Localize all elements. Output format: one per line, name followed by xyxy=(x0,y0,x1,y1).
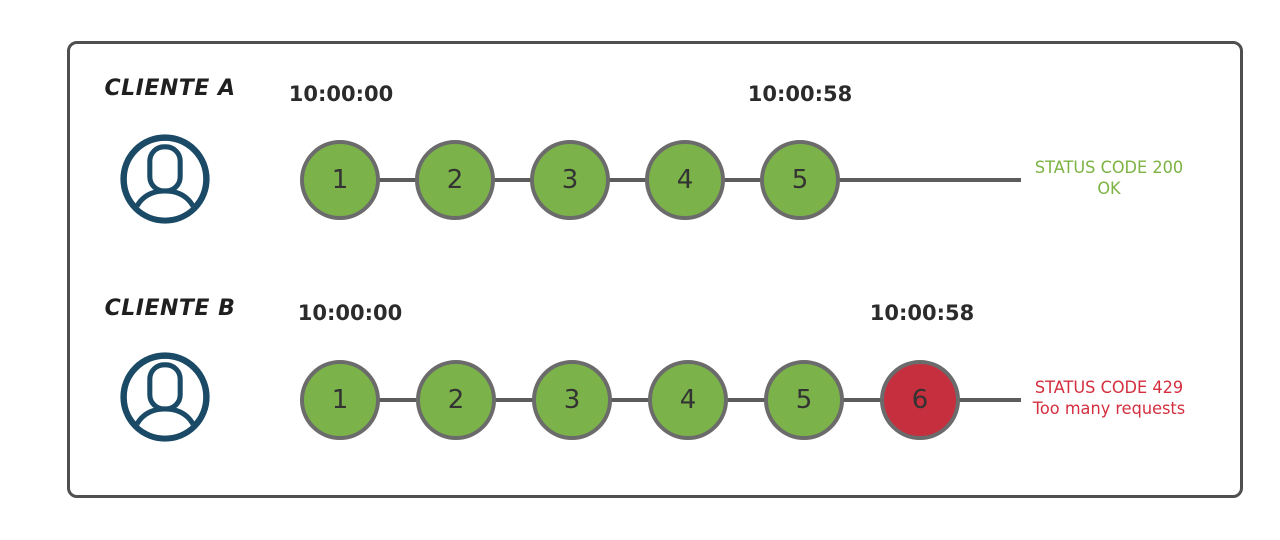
request-number: 2 xyxy=(447,385,465,415)
client-b-label: CLIENTE B xyxy=(104,296,236,321)
request-circle: 3 xyxy=(532,360,612,440)
status-message-line: Too many requests xyxy=(1032,399,1186,419)
request-circle: 2 xyxy=(416,360,496,440)
request-circle: 5 xyxy=(764,360,844,440)
request-circle: 4 xyxy=(648,360,728,440)
row-a-start-time: 10:00:00 xyxy=(288,82,394,106)
status-code-line: STATUS CODE 200 xyxy=(1034,158,1184,178)
request-number: 6 xyxy=(911,385,929,415)
request-number: 3 xyxy=(561,165,579,195)
request-number: 4 xyxy=(679,385,697,415)
row-b-start-time: 10:00:00 xyxy=(297,301,403,325)
request-number: 1 xyxy=(331,385,349,415)
request-number: 4 xyxy=(676,165,694,195)
request-circle: 1 xyxy=(300,360,380,440)
request-circle: 2 xyxy=(415,140,495,220)
request-number: 2 xyxy=(446,165,464,195)
user-avatar-icon xyxy=(119,351,211,443)
status-code-line: STATUS CODE 429 xyxy=(1034,378,1184,398)
status-message-line: OK xyxy=(1097,179,1121,199)
request-circle: 1 xyxy=(300,140,380,220)
request-number: 5 xyxy=(791,165,809,195)
request-number: 1 xyxy=(331,165,349,195)
request-circle: 5 xyxy=(760,140,840,220)
request-number: 3 xyxy=(563,385,581,415)
request-circle: 4 xyxy=(645,140,725,220)
row-a-end-time: 10:00:58 xyxy=(747,82,853,106)
request-circle: 3 xyxy=(530,140,610,220)
diagram-frame xyxy=(67,41,1243,498)
client-a-label: CLIENTE A xyxy=(104,76,236,101)
request-circle-rate-limited: 6 xyxy=(880,360,960,440)
row-b-end-time: 10:00:58 xyxy=(869,301,975,325)
user-avatar-icon xyxy=(119,133,211,225)
row-a-status-text: STATUS CODE 200 OK xyxy=(1027,158,1190,200)
row-b-status-text: STATUS CODE 429 Too many requests xyxy=(1027,378,1190,420)
request-number: 5 xyxy=(795,385,813,415)
